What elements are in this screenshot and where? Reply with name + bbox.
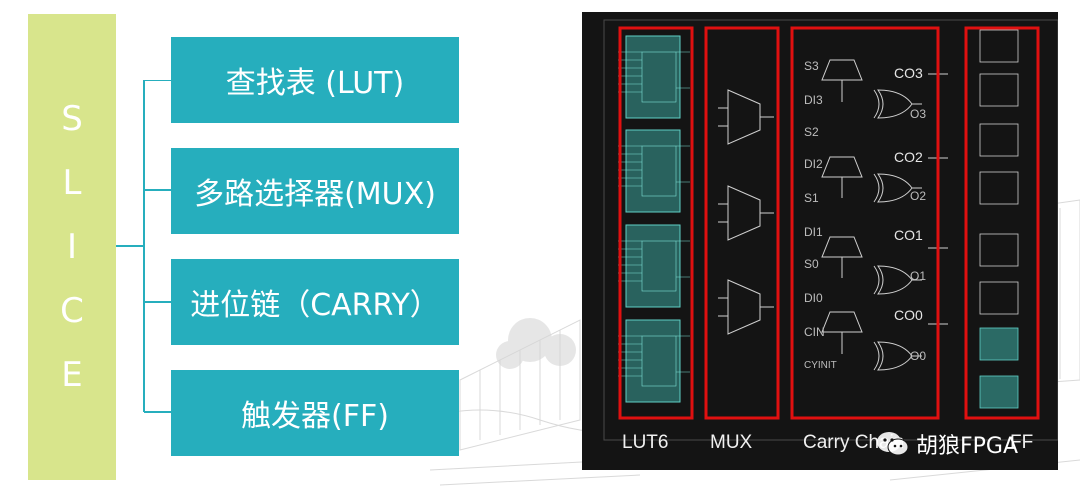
carry-label-s3: S3 <box>804 59 819 73</box>
wechat-icon <box>877 432 909 456</box>
carry-label-cin: CIN <box>804 325 825 339</box>
tree-bracket <box>116 80 171 413</box>
carry-highlight <box>790 26 940 420</box>
carry-label-s2: S2 <box>804 125 819 139</box>
carry-label-di3: DI3 <box>804 93 823 107</box>
carry-label-co1: CO1 <box>894 227 923 243</box>
ff-cells <box>979 29 1019 315</box>
slice-label-bar: S L I C E <box>28 14 116 480</box>
carry-label-co3: CO3 <box>894 65 923 81</box>
slice-architecture-panel: S3 DI3 S2 DI2 S1 DI1 S0 DI0 CIN CYINIT C… <box>582 12 1058 470</box>
component-label-lut: 查找表 (LUT) <box>225 66 405 101</box>
carry-label-s0: S0 <box>804 257 819 271</box>
caption-lut6: LUT6 <box>622 432 669 453</box>
component-box-mux: 多路选择器(MUX) <box>171 148 459 234</box>
highlight-boxes <box>618 26 1040 420</box>
carry-label-o3: O3 <box>910 107 926 121</box>
carry-label-cyinit: CYINIT <box>804 360 837 371</box>
carry-label-di0: DI0 <box>804 291 823 305</box>
component-box-carry: 进位链（CARRY） <box>171 259 459 345</box>
carry-label-o1: O1 <box>910 269 926 283</box>
slice-letter-c: C <box>60 291 84 331</box>
carry-label-o0: O0 <box>910 349 926 363</box>
carry-label-di1: DI1 <box>804 225 823 239</box>
component-label-ff: 触发器(FF) <box>241 399 389 434</box>
ff-highlight <box>964 26 1040 420</box>
carry-label-co2: CO2 <box>894 149 923 165</box>
carry-label-di2: DI2 <box>804 157 823 171</box>
watermark: 胡狼FPGA <box>876 428 1018 460</box>
slice-letter-l: L <box>62 163 82 203</box>
component-label-mux: 多路选择器(MUX) <box>194 177 436 212</box>
carry-chain-shapes <box>821 59 948 371</box>
slice-architecture-drawing: S3 DI3 S2 DI2 S1 DI1 S0 DI0 CIN CYINIT C… <box>603 19 1058 441</box>
mux-highlight <box>704 26 780 420</box>
component-box-ff: 触发器(FF) <box>171 370 459 456</box>
lut6-cells <box>625 35 681 403</box>
component-box-lut: 查找表 (LUT) <box>171 37 459 123</box>
lut6-highlight <box>618 26 694 420</box>
mux-shapes <box>718 89 774 335</box>
carry-label-o2: O2 <box>910 189 926 203</box>
carry-label-s1: S1 <box>804 191 819 205</box>
slice-letter-i: I <box>66 227 78 267</box>
slice-letter-e: E <box>61 355 83 395</box>
carry-label-co0: CO0 <box>894 307 923 323</box>
caption-ff: FF <box>1010 432 1034 453</box>
caption-mux: MUX <box>710 432 753 453</box>
component-label-carry: 进位链（CARRY） <box>190 288 440 323</box>
watermark-text: 胡狼FPGA <box>916 434 1019 459</box>
slice-letter-s: S <box>61 99 83 139</box>
